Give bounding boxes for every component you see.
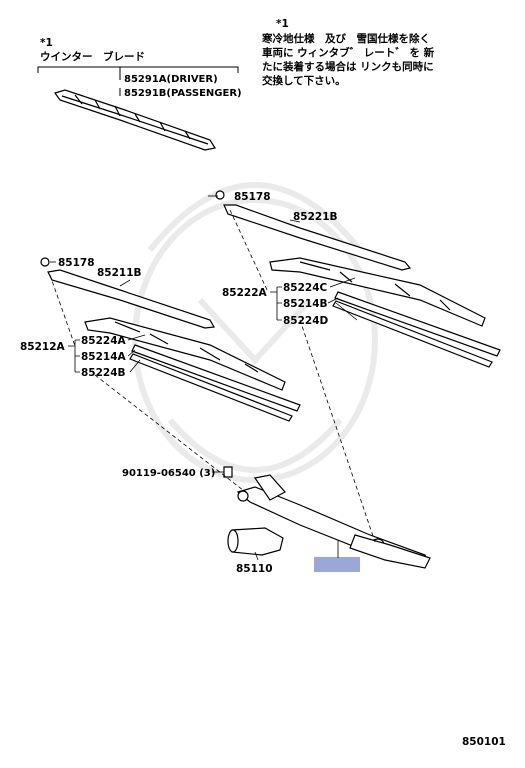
part-85214b[interactable]: 85214B (283, 298, 328, 310)
note-star-right: *1 (276, 18, 289, 30)
part-85224b[interactable]: 85224B (81, 367, 126, 379)
wiper-linkage-shape (223, 466, 431, 569)
part-85212a[interactable]: 85212A (20, 341, 66, 353)
winter-blade-shape (54, 89, 216, 151)
note-star-left: *1 (40, 37, 53, 49)
note-line-3: たに装着する場合は リンクも同時に (262, 60, 434, 73)
note-line-2: 車両に ウィンタブ゛ レート゛ を 新 (262, 46, 435, 59)
part-85224a[interactable]: 85224A (81, 335, 127, 347)
part-85221b[interactable]: 85221B (293, 211, 338, 223)
passenger-arm-shape (215, 190, 501, 368)
note-line-4: 交換して下さい。 (262, 74, 346, 87)
winter-blade-bracket (37, 66, 239, 96)
part-85214a[interactable]: 85214A (81, 351, 127, 363)
part-85178-left[interactable]: 85178 (58, 257, 95, 269)
part-85222a[interactable]: 85222A (222, 287, 268, 299)
winter-blade-title: ウインター ブレード (40, 50, 145, 63)
dashed-leaders (49, 209, 376, 543)
part-85178-top[interactable]: 85178 (234, 191, 271, 203)
driver-arm-shape (40, 257, 301, 422)
note-line-1: 寒冷地仕様 及び 雪国仕様を除く (261, 32, 430, 45)
leader-lines (50, 195, 358, 561)
part-85211b[interactable]: 85211B (97, 267, 142, 279)
part-85291a[interactable]: 85291A(DRIVER) (124, 74, 218, 85)
highlight-box[interactable] (314, 557, 360, 572)
part-90119-06540[interactable]: 90119-06540 (3) (122, 468, 215, 479)
page-code: 850101 (462, 736, 506, 748)
part-85224d[interactable]: 85224D (283, 315, 329, 327)
part-85291b[interactable]: 85291B(PASSENGER) (124, 88, 242, 99)
part-85110[interactable]: 85110 (236, 563, 273, 575)
part-85224c[interactable]: 85224C (283, 282, 328, 294)
